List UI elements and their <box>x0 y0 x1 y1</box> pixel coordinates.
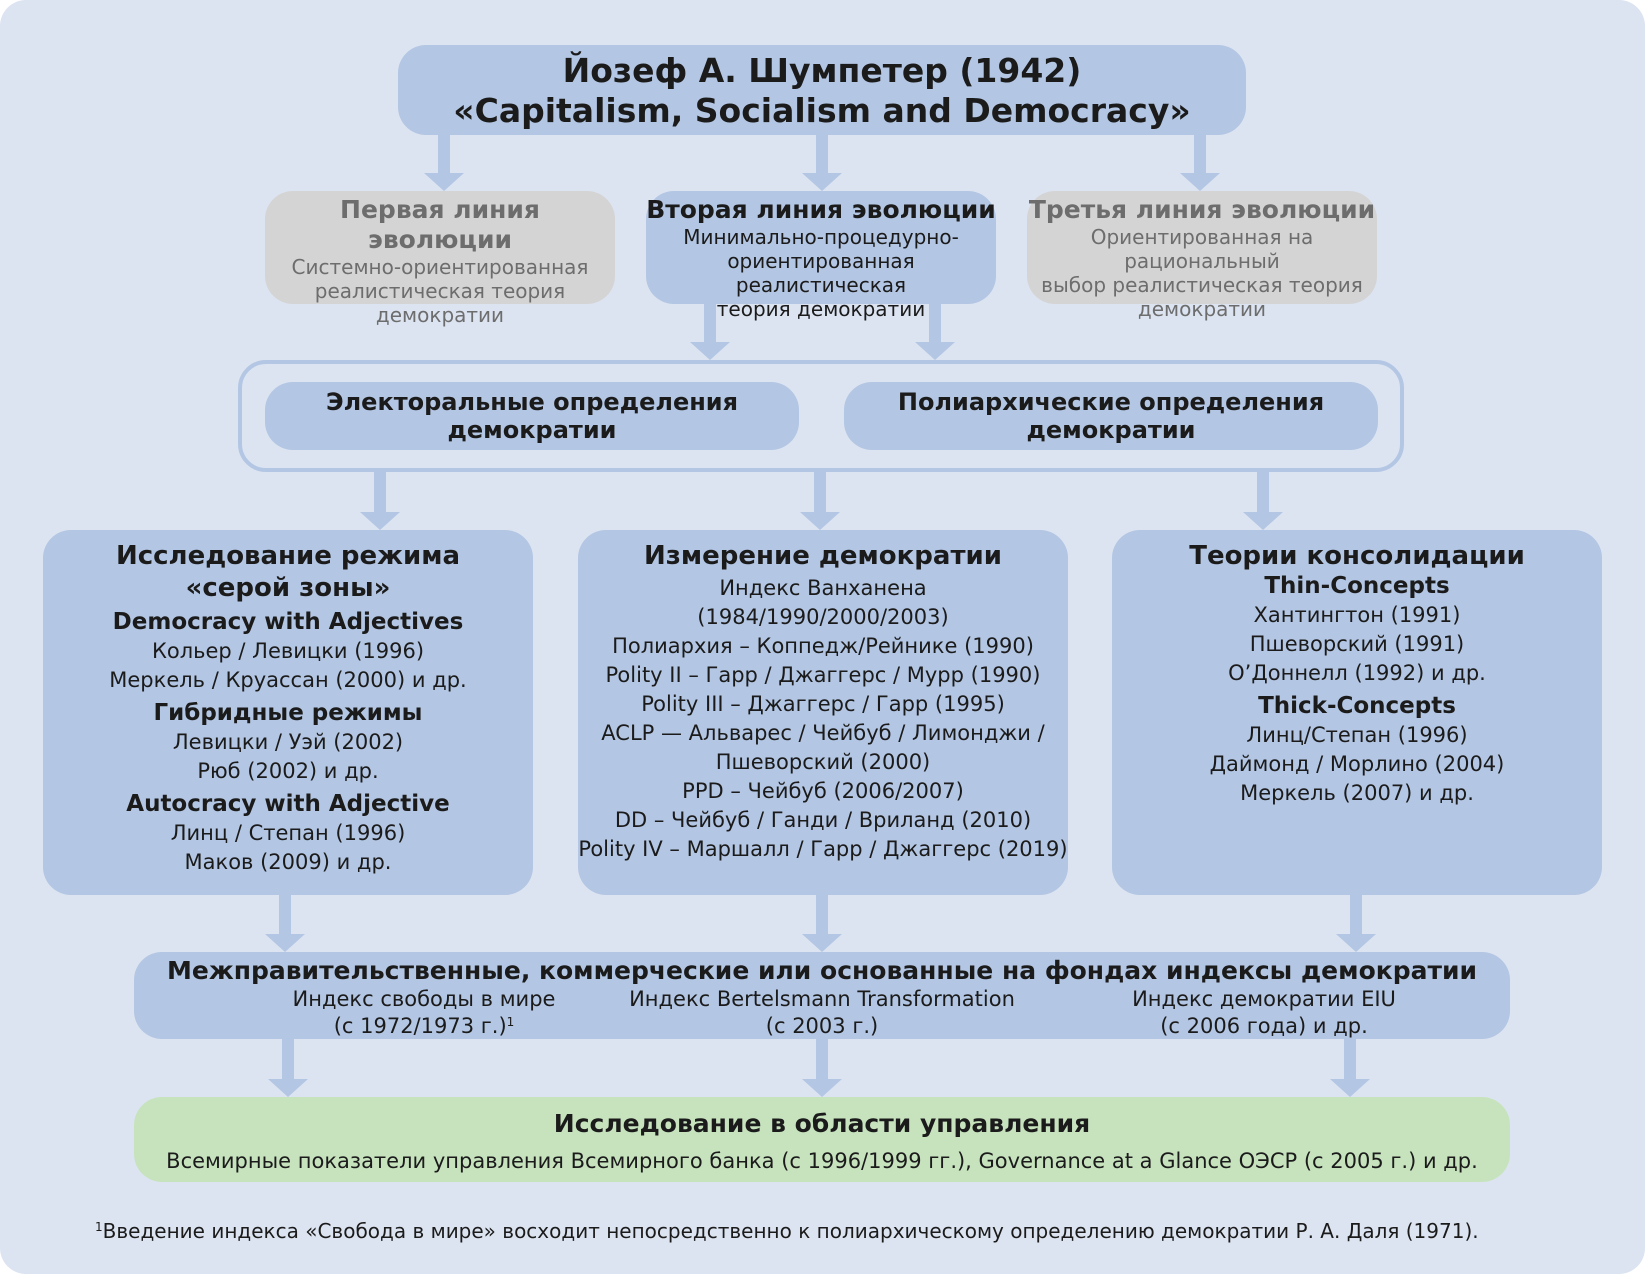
polyarchic-definitions-line-2: демократии <box>1026 416 1196 444</box>
title-line-2: «Capitalism, Socialism and Democracy» <box>453 91 1191 130</box>
gray-zone-item: Маков (2009) и др. <box>184 850 392 874</box>
gray-zone-item: Рюб (2002) и др. <box>197 759 379 783</box>
third-evolution-line-box: Третья линия эволюции Ориентированная на… <box>1027 191 1377 321</box>
polyarchic-definitions-box: Полиархические определения демократии <box>844 382 1378 450</box>
consolidation-item: Линц/Степан (1996) <box>1246 723 1468 747</box>
third-evolution-text-2: выбор реалистическая теория <box>1041 273 1363 297</box>
down-arrow <box>424 135 464 191</box>
governance-research-box: Исследование в области управления Всемир… <box>134 1097 1510 1182</box>
definitions-container <box>238 360 1404 472</box>
democracy-with-adjectives-subheading: Democracy with Adjectives <box>112 609 464 635</box>
down-arrow <box>1180 135 1220 191</box>
freedom-index-line-2: (с 1972/1973 г.) <box>333 1014 507 1038</box>
first-evolution-text-2: реалистическая теория <box>314 279 566 303</box>
gray-zone-heading-2: «серой зоны» <box>185 573 391 603</box>
second-evolution-text-3: теория демократии <box>716 297 926 321</box>
gray-zone-box: Исследование режима «серой зоны» Democra… <box>43 530 533 895</box>
measurement-box: Измерение демократии Индекс Ванханена (1… <box>578 530 1068 895</box>
gray-zone-item: Кольер / Левицки (1996) <box>151 639 425 663</box>
measurement-item: Индекс Ванханена <box>719 576 927 600</box>
first-evolution-text-3: демократии <box>375 303 505 327</box>
down-arrow <box>360 472 400 530</box>
second-evolution-line-box: Вторая линия эволюции Минимально-процеду… <box>646 191 996 321</box>
consolidation-item: Хантингтон (1991) <box>1253 603 1461 627</box>
polyarchic-definitions-line-1: Полиархические определения <box>897 388 1325 416</box>
freedom-index-line-2-wrap: (с 1972/1973 г.)1 <box>244 1013 604 1040</box>
gray-zone-heading-1: Исследование режима <box>115 541 461 571</box>
footnote-text: Введение индекса «Свобода в мире» восход… <box>102 1219 1479 1243</box>
consolidation-item: Пшеворский (1991) <box>1249 632 1465 656</box>
title-line-1: Йозеф А. Шумпетер (1942) <box>562 51 1082 90</box>
thin-concepts-subheading: Thin-Concepts <box>1264 573 1450 599</box>
second-evolution-heading: Вторая линия эволюции <box>646 195 996 224</box>
down-arrow <box>265 895 305 952</box>
thick-concepts-subheading: Thick-Concepts <box>1258 693 1456 719</box>
measurement-item: Полиархия – Коппедж/Рейнике (1990) <box>612 634 1034 658</box>
hybrid-regimes-subheading: Гибридные режимы <box>153 700 423 726</box>
third-evolution-heading: Третья линия эволюции <box>1028 195 1376 224</box>
measurement-item: (1984/1990/2000/2003) <box>697 605 949 629</box>
measurement-item: Пшеворский (2000) <box>715 750 931 774</box>
down-arrow <box>802 1039 842 1097</box>
schumpeter-title-box: Йозеф А. Шумпетер (1942) «Capitalism, So… <box>398 45 1246 135</box>
bertelsmann-index: Индекс Bertelsmann Transformation (с 200… <box>622 986 1022 1040</box>
down-arrow <box>268 1039 308 1097</box>
gray-zone-item: Левицки / Уэй (2002) <box>172 730 404 754</box>
third-evolution-text-1: Ориентированная на рациональный <box>1090 225 1314 273</box>
consolidation-heading: Теории консолидации <box>1189 541 1525 571</box>
freedom-in-the-world-index: Индекс свободы в мире (с 1972/1973 г.)1 <box>244 986 604 1040</box>
down-arrow <box>915 304 955 360</box>
measurement-item: DD – Чейбуб / Ганди / Вриланд (2010) <box>614 808 1032 832</box>
down-arrow <box>690 304 730 360</box>
footnote: 1Введение индекса «Свобода в мире» восхо… <box>95 1218 1479 1244</box>
first-evolution-heading: Первая линия эволюции <box>340 195 540 254</box>
autocracy-with-adjective-subheading: Autocracy with Adjective <box>126 791 450 817</box>
democracy-indices-heading: Межправительственные, коммерческие или о… <box>166 956 1478 985</box>
democracy-indices-row: Индекс свободы в мире (с 1972/1973 г.)1 … <box>134 986 1510 1042</box>
consolidation-item: Меркель (2007) и др. <box>1240 781 1474 805</box>
democracy-indices-box: Межправительственные, коммерческие или о… <box>134 952 1510 1039</box>
electoral-definitions-box: Электоральные определения демократии <box>265 382 799 450</box>
down-arrow <box>1336 895 1376 952</box>
electoral-definitions-line-2: демократии <box>447 416 617 444</box>
electoral-definitions-line-1: Электоральные определения <box>325 388 739 416</box>
measurement-item: Polity II – Гарр / Джаггерс / Мурр (1990… <box>605 663 1041 687</box>
footnote-number: 1 <box>95 1220 103 1234</box>
consolidation-box: Теории консолидации Thin-Concepts Хантин… <box>1112 530 1602 895</box>
measurement-item: Polity III – Джаггерс / Гарр (1995) <box>641 692 1005 716</box>
measurement-item: Polity IV – Маршалл / Гарр / Джаггерс (2… <box>578 837 1068 861</box>
consolidation-item: Даймонд / Морлино (2004) <box>1209 752 1505 776</box>
measurement-item: PPD – Чейбуб (2006/2007) <box>682 779 964 803</box>
freedom-index-line-1: Индекс свободы в мире <box>292 987 556 1011</box>
eiu-democracy-index: Индекс демократии EIU (с 2006 года) и др… <box>1084 986 1444 1040</box>
gray-zone-item: Меркель / Круассан (2000) и др. <box>109 668 467 692</box>
measurement-item: ACLP — Альварес / Чейбуб / Лимонджи / <box>601 721 1045 745</box>
measurement-heading: Измерение демократии <box>644 541 1002 571</box>
governance-heading: Исследование в области управления <box>553 1109 1091 1138</box>
bertelsmann-index-line-2: (с 2003 г.) <box>765 1014 879 1038</box>
down-arrow <box>802 895 842 952</box>
first-evolution-text-1: Системно-ориентированная <box>291 255 589 279</box>
third-evolution-text-3: демократии <box>1137 297 1267 321</box>
first-evolution-line-box: Первая линия эволюции Системно-ориентиро… <box>265 191 615 327</box>
bertelsmann-index-line-1: Индекс Bertelsmann Transformation <box>629 987 1015 1011</box>
consolidation-item: О’Доннелл (1992) и др. <box>1228 661 1486 685</box>
eiu-index-line-1: Индекс демократии EIU <box>1132 987 1396 1011</box>
governance-text: Всемирные показатели управления Всемирно… <box>166 1149 1478 1173</box>
down-arrow <box>800 472 840 530</box>
second-evolution-text-1: Минимально-процедурно- <box>683 225 959 249</box>
second-evolution-text-2: ориентированная реалистическая <box>727 249 915 297</box>
gray-zone-item: Линц / Степан (1996) <box>170 821 406 845</box>
down-arrow <box>1243 472 1283 530</box>
eiu-index-line-2: (с 2006 года) и др. <box>1160 1014 1368 1038</box>
footnote-marker: 1 <box>506 1015 515 1029</box>
down-arrow <box>802 135 842 191</box>
down-arrow <box>1330 1039 1370 1097</box>
